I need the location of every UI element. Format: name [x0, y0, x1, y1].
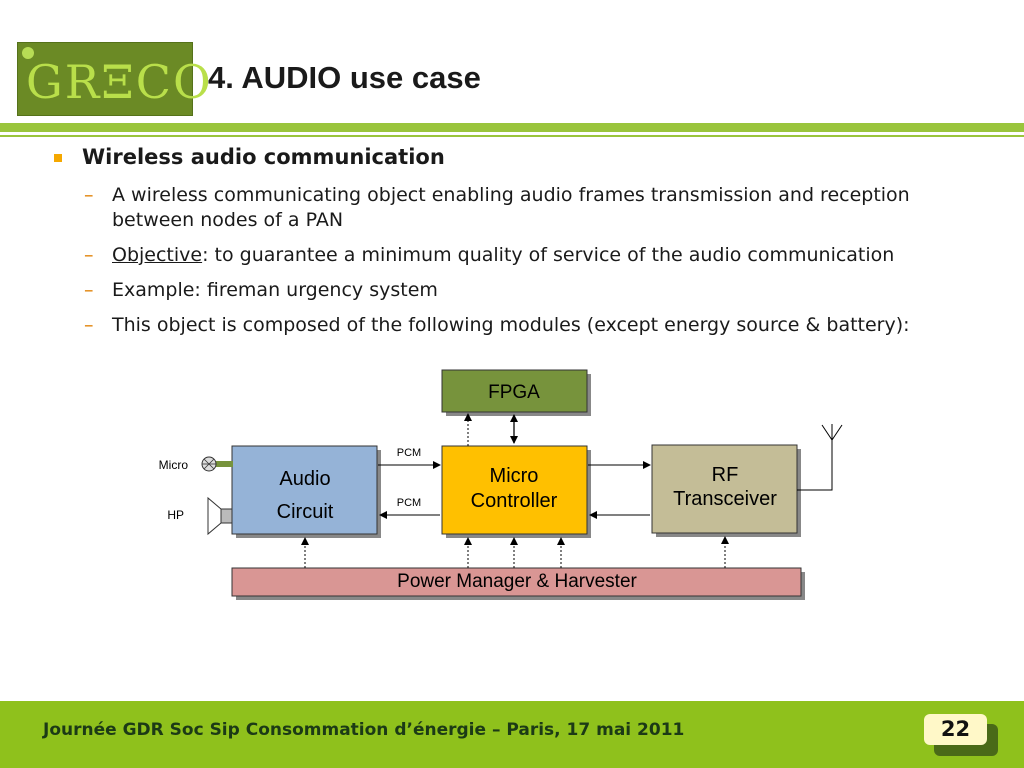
- audio-label-1: Audio: [279, 468, 330, 490]
- mc-label-1: Micro: [490, 465, 539, 487]
- bullet-square-icon: [54, 154, 62, 162]
- audio-label-2: Circuit: [277, 501, 334, 523]
- power-label: Power Manager & Harvester: [397, 571, 637, 592]
- page-number: 22: [924, 714, 987, 745]
- speaker-icon: [207, 496, 233, 536]
- microphone-icon: [201, 456, 233, 472]
- header-rule-thin: [0, 135, 1024, 137]
- objective-label: Objective: [112, 244, 203, 266]
- fpga-block: FPGA: [441, 369, 588, 413]
- bullet-heading: Wireless audio communication: [82, 145, 445, 169]
- greco-logo: GRΞCO: [17, 42, 213, 116]
- sub-item-2: Objective: to guarantee a minimum qualit…: [112, 243, 992, 268]
- objective-text: : to guarantee a minimum quality of serv…: [202, 244, 895, 266]
- power-manager-block: Power Manager & Harvester: [231, 567, 802, 597]
- logo-text: GRΞCO: [26, 55, 213, 109]
- leaf-icon: [22, 47, 34, 59]
- sub-item-4: This object is composed of the following…: [112, 314, 910, 336]
- rf-label-1: RF: [712, 464, 739, 486]
- footer-bar: [0, 701, 1024, 768]
- header-rule: [0, 123, 1024, 132]
- antenna-icon: [797, 424, 843, 491]
- dash-icon: –: [84, 279, 94, 301]
- rf-label-2: Transceiver: [673, 488, 777, 510]
- rf-transceiver-block: RF Transceiver: [651, 444, 798, 534]
- micro-label: Micro: [159, 458, 189, 472]
- pcm-label-top: PCM: [397, 447, 421, 459]
- audio-circuit-block: Audio Circuit: [231, 445, 378, 535]
- sub-item-1: A wireless communicating object enabling…: [112, 184, 910, 231]
- dash-icon: –: [84, 244, 94, 266]
- sub-item-3: Example: fireman urgency system: [112, 279, 438, 301]
- hp-label: HP: [167, 508, 184, 522]
- dash-icon: –: [84, 314, 94, 336]
- micro-controller-block: Micro Controller: [441, 445, 588, 535]
- mc-label-2: Controller: [471, 490, 558, 512]
- fpga-label: FPGA: [488, 382, 540, 403]
- footer-text: Journée GDR Soc Sip Consommation d’énerg…: [43, 720, 685, 740]
- dash-icon: –: [84, 184, 94, 206]
- pcm-label-bottom: PCM: [397, 497, 421, 509]
- slide-title: 4. AUDIO use case: [208, 60, 481, 95]
